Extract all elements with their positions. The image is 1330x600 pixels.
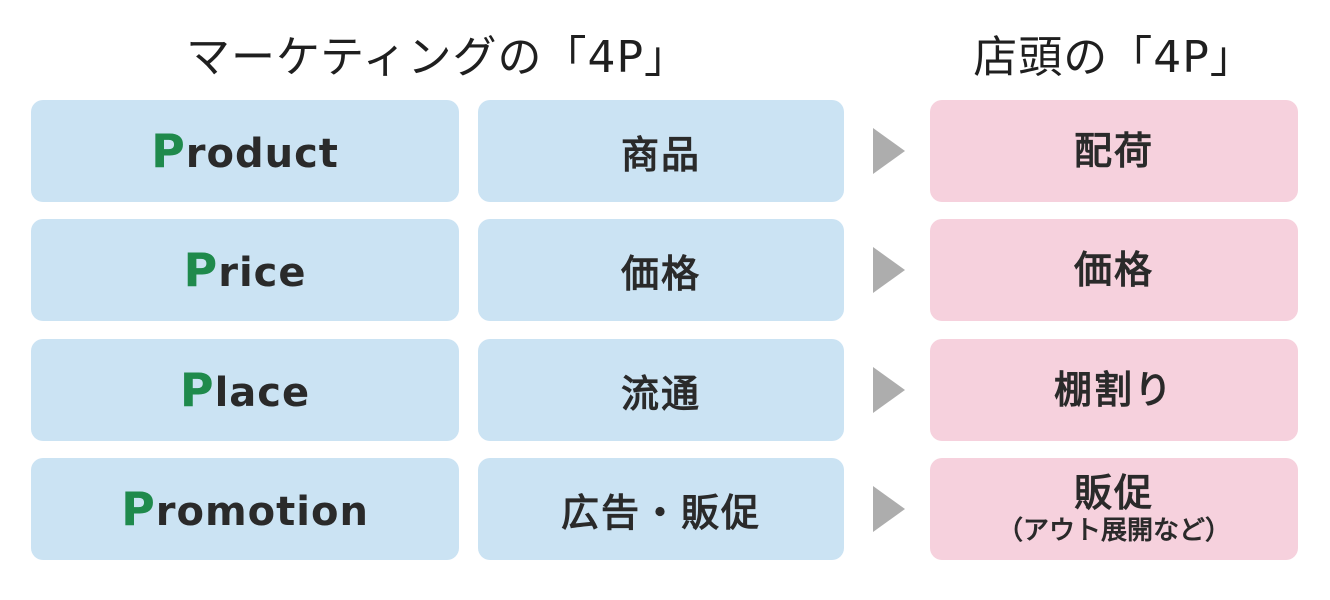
term-initial: P bbox=[183, 243, 219, 297]
storefront-term: 価格 bbox=[1073, 248, 1154, 292]
english-term: Place bbox=[180, 363, 310, 417]
storefront-term-box: 価格 bbox=[930, 219, 1298, 321]
term-initial: P bbox=[121, 482, 156, 536]
english-term: Product bbox=[151, 124, 339, 178]
term-initial: P bbox=[179, 363, 215, 417]
japanese-term-box: 商品 bbox=[478, 100, 844, 202]
storefront-term: 販促 bbox=[1073, 471, 1154, 515]
term-rest: roduct bbox=[185, 131, 339, 177]
english-term: Price bbox=[184, 243, 307, 297]
storefront-term-box: 棚割り bbox=[930, 339, 1298, 441]
term-rest: lace bbox=[214, 370, 311, 416]
marketing-4p-heading: マーケティングの「4P」 bbox=[185, 32, 689, 83]
english-term-box: Place bbox=[31, 339, 459, 441]
storefront-term-box: 配荷 bbox=[930, 100, 1298, 202]
storefront-4p-heading: 店頭の「4P」 bbox=[973, 32, 1255, 83]
japanese-term: 価格 bbox=[620, 251, 701, 296]
english-term-box: Product bbox=[31, 100, 459, 202]
arrow-right-icon bbox=[873, 367, 905, 413]
japanese-term-box: 価格 bbox=[478, 219, 844, 321]
term-rest: rice bbox=[218, 250, 307, 296]
japanese-term: 流通 bbox=[620, 371, 701, 416]
japanese-term-box: 広告・販促 bbox=[478, 458, 844, 560]
japanese-term-box: 流通 bbox=[478, 339, 844, 441]
term-rest: romotion bbox=[155, 489, 369, 535]
row-product: Product 商品 配荷 bbox=[0, 100, 1330, 202]
english-term-box: Promotion bbox=[31, 458, 459, 560]
arrow-right-icon bbox=[873, 486, 905, 532]
japanese-term: 商品 bbox=[620, 132, 701, 177]
storefront-term: 配荷 bbox=[1073, 129, 1154, 173]
storefront-term-note: （アウト展開など） bbox=[996, 516, 1231, 546]
english-term: Promotion bbox=[121, 482, 369, 536]
row-price: Price 価格 価格 bbox=[0, 219, 1330, 321]
term-initial: P bbox=[151, 124, 186, 178]
row-place: Place 流通 棚割り bbox=[0, 339, 1330, 441]
storefront-term-box: 販促 （アウト展開など） bbox=[930, 458, 1298, 560]
storefront-term: 棚割り bbox=[1053, 368, 1174, 412]
english-term-box: Price bbox=[31, 219, 459, 321]
row-promotion: Promotion 広告・販促 販促 （アウト展開など） bbox=[0, 458, 1330, 560]
arrow-right-icon bbox=[873, 247, 905, 293]
arrow-right-icon bbox=[873, 128, 905, 174]
japanese-term: 広告・販促 bbox=[560, 490, 761, 535]
